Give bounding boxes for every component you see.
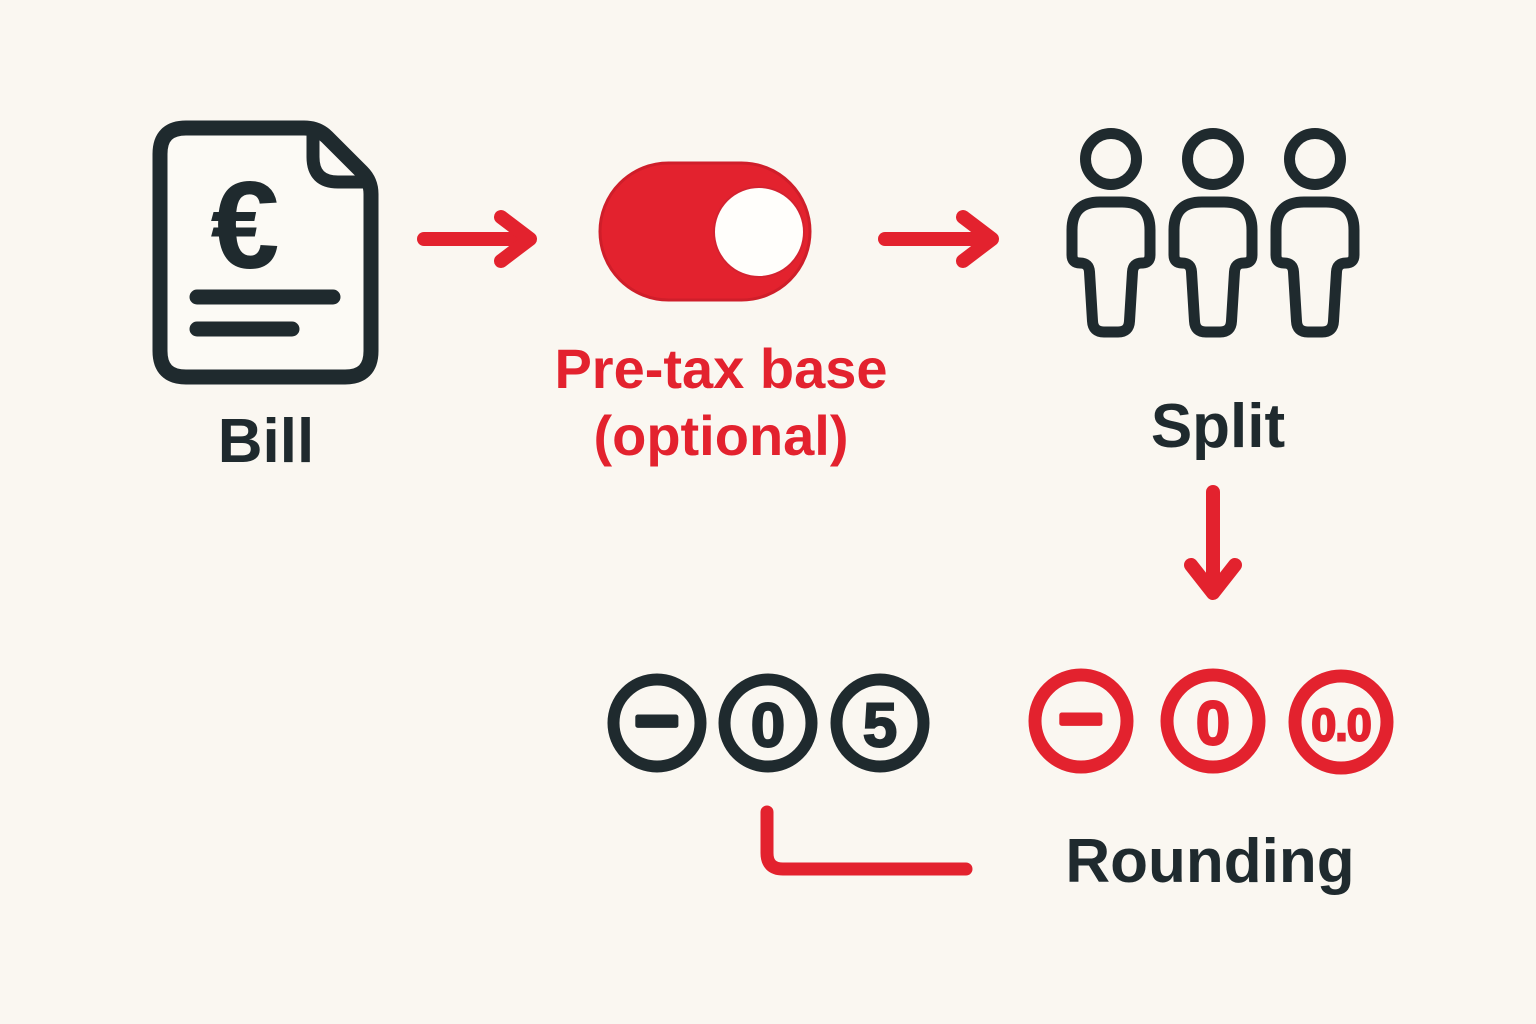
option-decimal-glyph: 0.0	[1311, 700, 1371, 751]
split-node: Split	[1072, 134, 1354, 461]
option-circle	[718, 673, 818, 773]
option-circle	[1288, 669, 1394, 775]
option-circle	[607, 673, 707, 773]
arrow-right-icon	[417, 210, 537, 268]
rounding-node: − 0 0.0 Rounding	[1028, 668, 1394, 896]
folded-corner-icon	[306, 126, 371, 189]
person-icon	[1174, 134, 1252, 333]
bill-node: € Bill	[152, 120, 379, 476]
option-zero-glyph: 0	[751, 692, 785, 761]
arrow-right-icon	[878, 210, 999, 268]
split-label: Split	[1151, 392, 1285, 461]
arrow-down-icon	[1184, 485, 1242, 600]
document-text-lines	[189, 289, 341, 337]
bill-label: Bill	[218, 407, 314, 476]
pretax-label-line2: (optional)	[593, 404, 848, 467]
option-circle	[830, 673, 930, 773]
person-icon	[1276, 134, 1354, 333]
rounding-label: Rounding	[1065, 827, 1354, 896]
option-zero-glyph: 0	[1196, 690, 1230, 759]
elbow-connector	[760, 805, 973, 876]
pretax-label-line1: Pre-tax base	[554, 337, 887, 400]
pretax-node: Pre-tax base (optional)	[554, 161, 888, 467]
step-options-group: − 0 5	[607, 673, 930, 773]
option-circle	[1160, 668, 1266, 774]
euro-symbol: €	[211, 157, 280, 295]
option-minus-glyph: −	[1059, 677, 1103, 762]
option-five-glyph: 5	[863, 692, 897, 761]
person-icon	[1072, 134, 1150, 333]
bill-document-icon	[152, 120, 379, 385]
option-minus-glyph: −	[635, 679, 679, 764]
toggle-knob-icon	[713, 186, 805, 278]
option-circle	[1028, 668, 1134, 774]
